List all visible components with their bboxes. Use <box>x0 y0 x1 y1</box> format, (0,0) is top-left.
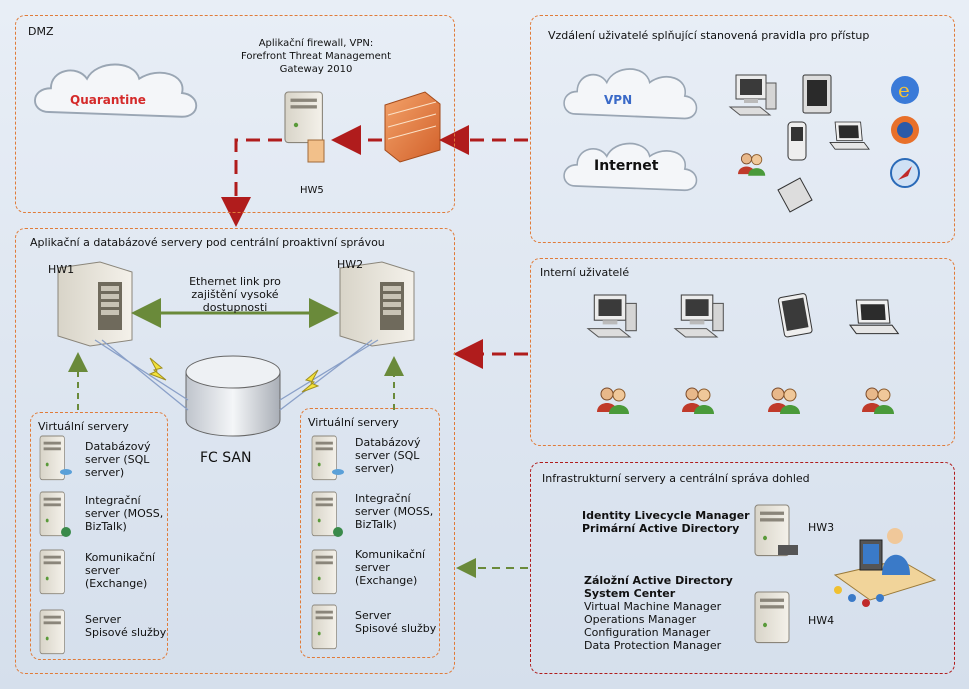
hw3-title: Identity Livecycle Manager Primární Acti… <box>582 509 750 535</box>
remote-users-box <box>530 15 955 243</box>
vs-right-box <box>300 408 440 658</box>
vs-right-item-db: Databázový server (SQL server) <box>355 436 421 475</box>
remote-title: Vzdálení uživatelé splňující stanovená p… <box>548 29 870 42</box>
hw4-items: Virtual Machine Manager Operations Manag… <box>584 600 722 652</box>
quarantine-label: Quarantine <box>70 93 146 107</box>
infra-box <box>530 462 955 674</box>
infra-title: Infrastrukturní servery a centrální sprá… <box>542 472 810 485</box>
hw2-label: HW2 <box>337 258 364 271</box>
arrow-hw5-to-app <box>221 138 282 227</box>
app-title: Aplikační a databázové servery pod centr… <box>30 236 385 249</box>
ie-icon: e <box>891 76 919 104</box>
ethernet-label: Ethernet link pro zajištění vysoké dostu… <box>189 275 281 314</box>
hw5-label: HW5 <box>300 185 324 196</box>
hw1-server-icon <box>57 261 133 347</box>
vs-right-int-icon <box>311 491 343 537</box>
firewall-label: Aplikační firewall, VPN: Forefront Threa… <box>240 38 392 75</box>
app-servers-box <box>15 228 455 674</box>
vs-left-item-spis: Server Spisové služby <box>85 613 167 639</box>
vs-left-item-int: Integrační server (MOSS, BizTalk) <box>85 494 164 533</box>
lightning-right-icon <box>301 369 320 393</box>
internal-users-box <box>530 258 955 446</box>
vs-right-db-icon <box>311 435 344 481</box>
vs-right-item-int: Integrační server (MOSS, BizTalk) <box>355 492 434 531</box>
lightning-left-icon <box>148 357 167 381</box>
hw3-label: HW3 <box>808 521 835 534</box>
vs-right-item-spis: Server Spisové služby <box>355 609 437 635</box>
internet-label: Internet <box>594 158 659 174</box>
safari-icon <box>890 158 920 188</box>
hw5-server-icon <box>284 91 325 163</box>
vs-left-int-icon <box>39 491 71 537</box>
svg-text:e: e <box>898 78 910 102</box>
mobile-phone-icon <box>777 177 813 213</box>
dmz-title: DMZ <box>28 25 54 38</box>
fc-san-icon <box>185 355 281 437</box>
hw2-server-icon <box>339 261 415 347</box>
internal-title: Interní uživatelé <box>540 266 630 279</box>
vs-right-title: Virtuální servery <box>308 416 399 429</box>
firefox-icon <box>891 116 919 144</box>
vs-left-title: Virtuální servery <box>38 420 129 433</box>
vs-left-item-comm: Komunikační server (Exchange) <box>85 551 156 590</box>
hw4-title: Záložní Active Directory System Center <box>584 574 733 600</box>
vs-left-db-icon <box>39 435 72 481</box>
vs-right-item-comm: Komunikační server (Exchange) <box>355 548 426 587</box>
dmz-box <box>15 15 455 213</box>
san-label: FC SAN <box>200 450 252 466</box>
pda-icon <box>787 121 807 161</box>
vpn-label: VPN <box>604 93 633 107</box>
hw4-label: HW4 <box>808 614 835 627</box>
hw3-server-icon <box>754 504 798 557</box>
admin-workstation-icon <box>833 528 937 607</box>
vs-left-item-db: Databázový server (SQL server) <box>85 440 151 479</box>
remote-monitor-icon <box>802 74 832 114</box>
vs-left-box <box>30 412 168 660</box>
hw1-label: HW1 <box>48 263 75 276</box>
